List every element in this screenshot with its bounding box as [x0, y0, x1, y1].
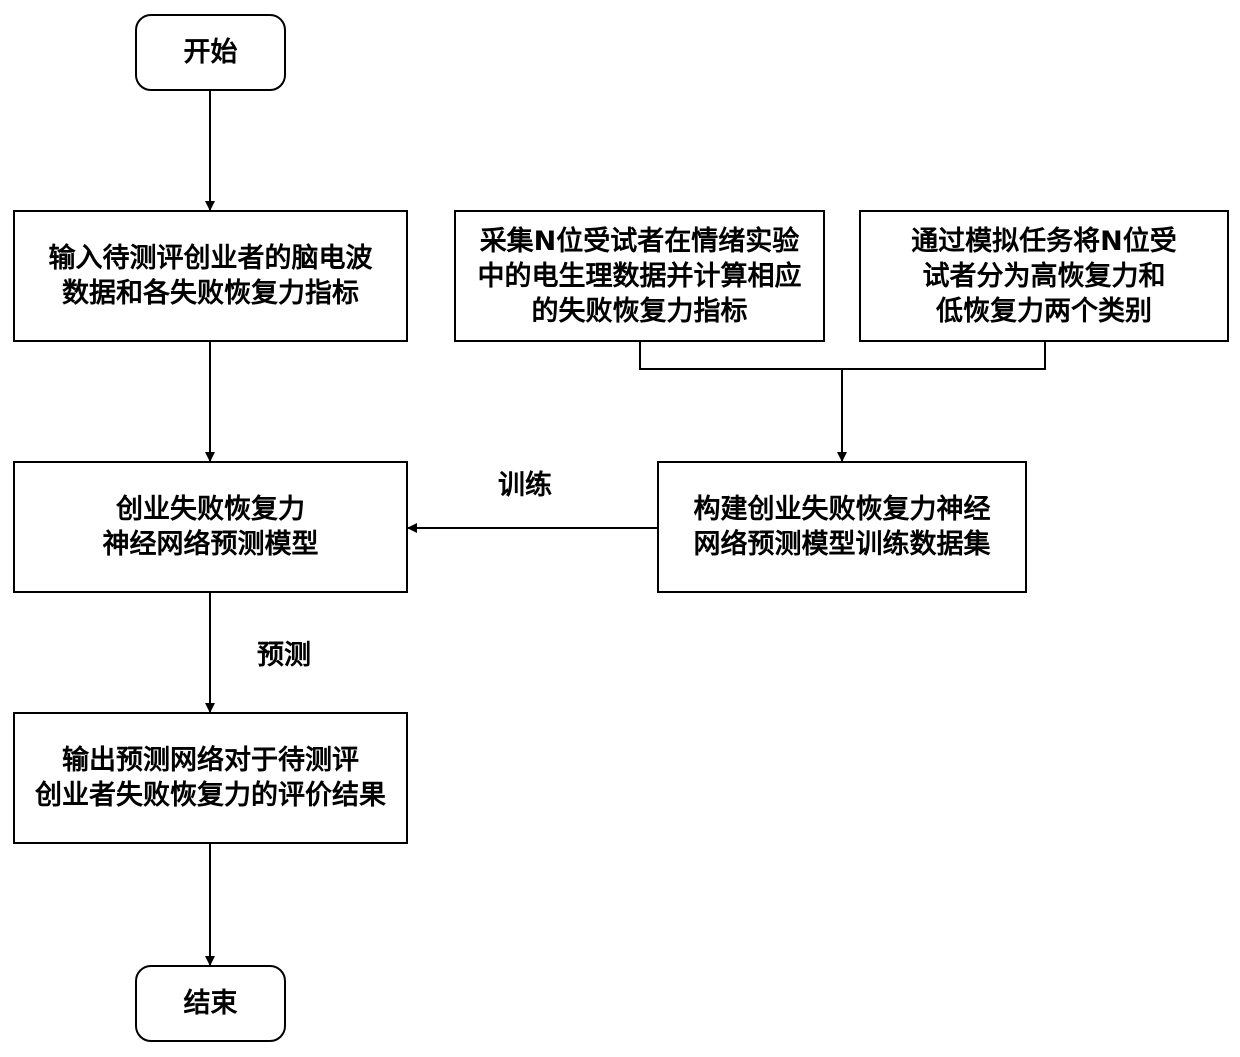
model-text: 创业失败恢复力 神经网络预测模型: [103, 492, 319, 562]
merge-connector: [640, 342, 1045, 369]
output-text: 输出预测网络对于待测评 创业者失败恢复力的评价结果: [35, 743, 386, 813]
classify-text: 通过模拟任务将N位受 试者分为高恢复力和 低恢复力两个类别: [911, 224, 1177, 329]
predict-edge-label: 预测: [257, 638, 311, 673]
end-node: 结束: [135, 965, 286, 1042]
model-box: 创业失败恢复力 神经网络预测模型: [13, 461, 408, 593]
collect-data-text: 采集N位受试者在情绪实验 中的电生理数据并计算相应 的失败恢复力指标: [478, 224, 802, 329]
build-dataset-box: 构建创业失败恢复力神经 网络预测模型训练数据集: [657, 461, 1027, 593]
build-dataset-text: 构建创业失败恢复力神经 网络预测模型训练数据集: [694, 492, 991, 562]
start-node: 开始: [135, 14, 286, 91]
output-box: 输出预测网络对于待测评 创业者失败恢复力的评价结果: [13, 712, 408, 844]
end-node-text: 结束: [184, 986, 238, 1021]
input-data-box: 输入待测评创业者的脑电波 数据和各失败恢复力指标: [13, 210, 408, 342]
train-edge-label: 训练: [498, 468, 552, 503]
start-node-text: 开始: [184, 35, 238, 70]
collect-data-box: 采集N位受试者在情绪实验 中的电生理数据并计算相应 的失败恢复力指标: [454, 210, 825, 342]
classify-box: 通过模拟任务将N位受 试者分为高恢复力和 低恢复力两个类别: [859, 210, 1229, 342]
input-data-text: 输入待测评创业者的脑电波 数据和各失败恢复力指标: [49, 241, 373, 311]
